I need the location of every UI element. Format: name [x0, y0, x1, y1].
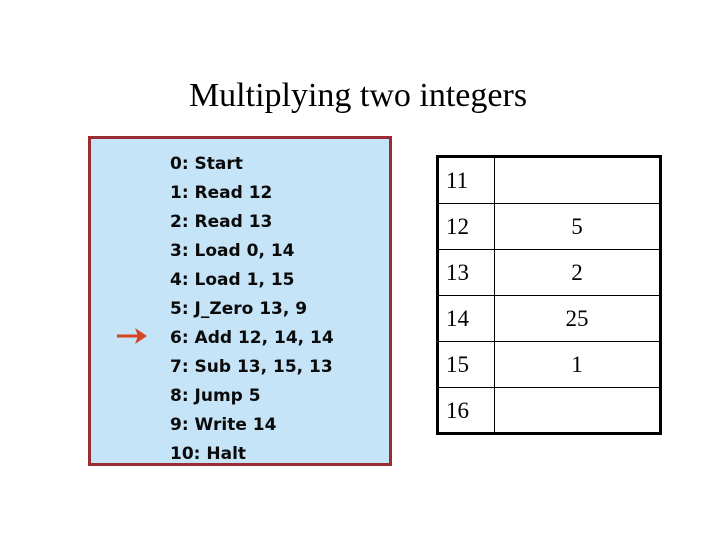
- page-title: Multiplying two integers: [188, 77, 528, 114]
- memory-value-cell: 5: [494, 203, 659, 250]
- table-row: 12 5: [439, 203, 659, 250]
- program-line: 3: Load 0, 14: [170, 241, 295, 261]
- arrow-right-icon: [113, 325, 153, 347]
- program-line: 8: Jump 5: [170, 386, 261, 406]
- program-line: 7: Sub 13, 15, 13: [170, 357, 333, 377]
- program-line: 2: Read 13: [170, 212, 273, 232]
- program-line-list: 0: Start 1: Read 12 2: Read 13 3: Load 0…: [170, 150, 334, 469]
- table-row: 11: [439, 158, 659, 204]
- memory-address-cell: 11: [439, 158, 495, 204]
- memory-value-cell: 25: [494, 295, 659, 342]
- memory-address-cell: 16: [439, 387, 495, 433]
- program-line: 1: Read 12: [170, 183, 273, 203]
- table-row: 15 1: [439, 341, 659, 388]
- table-row: 13 2: [439, 249, 659, 296]
- memory-address-cell: 14: [439, 295, 495, 342]
- table-row: 16: [439, 387, 659, 433]
- memory-value-cell: [494, 387, 659, 433]
- program-line: 5: J_Zero 13, 9: [170, 299, 308, 319]
- memory-value-cell: 1: [494, 341, 659, 388]
- memory-address-cell: 13: [439, 249, 495, 296]
- program-listing-panel: 0: Start 1: Read 12 2: Read 13 3: Load 0…: [88, 136, 392, 466]
- program-line: 10: Halt: [170, 444, 247, 464]
- memory-address-cell: 12: [439, 203, 495, 250]
- memory-address-cell: 15: [439, 341, 495, 388]
- program-line: 0: Start: [170, 154, 243, 174]
- memory-table: 11 12 5 13 2 14 25 15 1: [436, 155, 662, 435]
- program-line-current: 6: Add 12, 14, 14: [170, 328, 334, 348]
- memory-value-cell: 2: [494, 249, 659, 296]
- program-line: 9: Write 14: [170, 415, 277, 435]
- program-line: 4: Load 1, 15: [170, 270, 295, 290]
- table-row: 14 25: [439, 295, 659, 342]
- memory-value-cell: [494, 158, 659, 204]
